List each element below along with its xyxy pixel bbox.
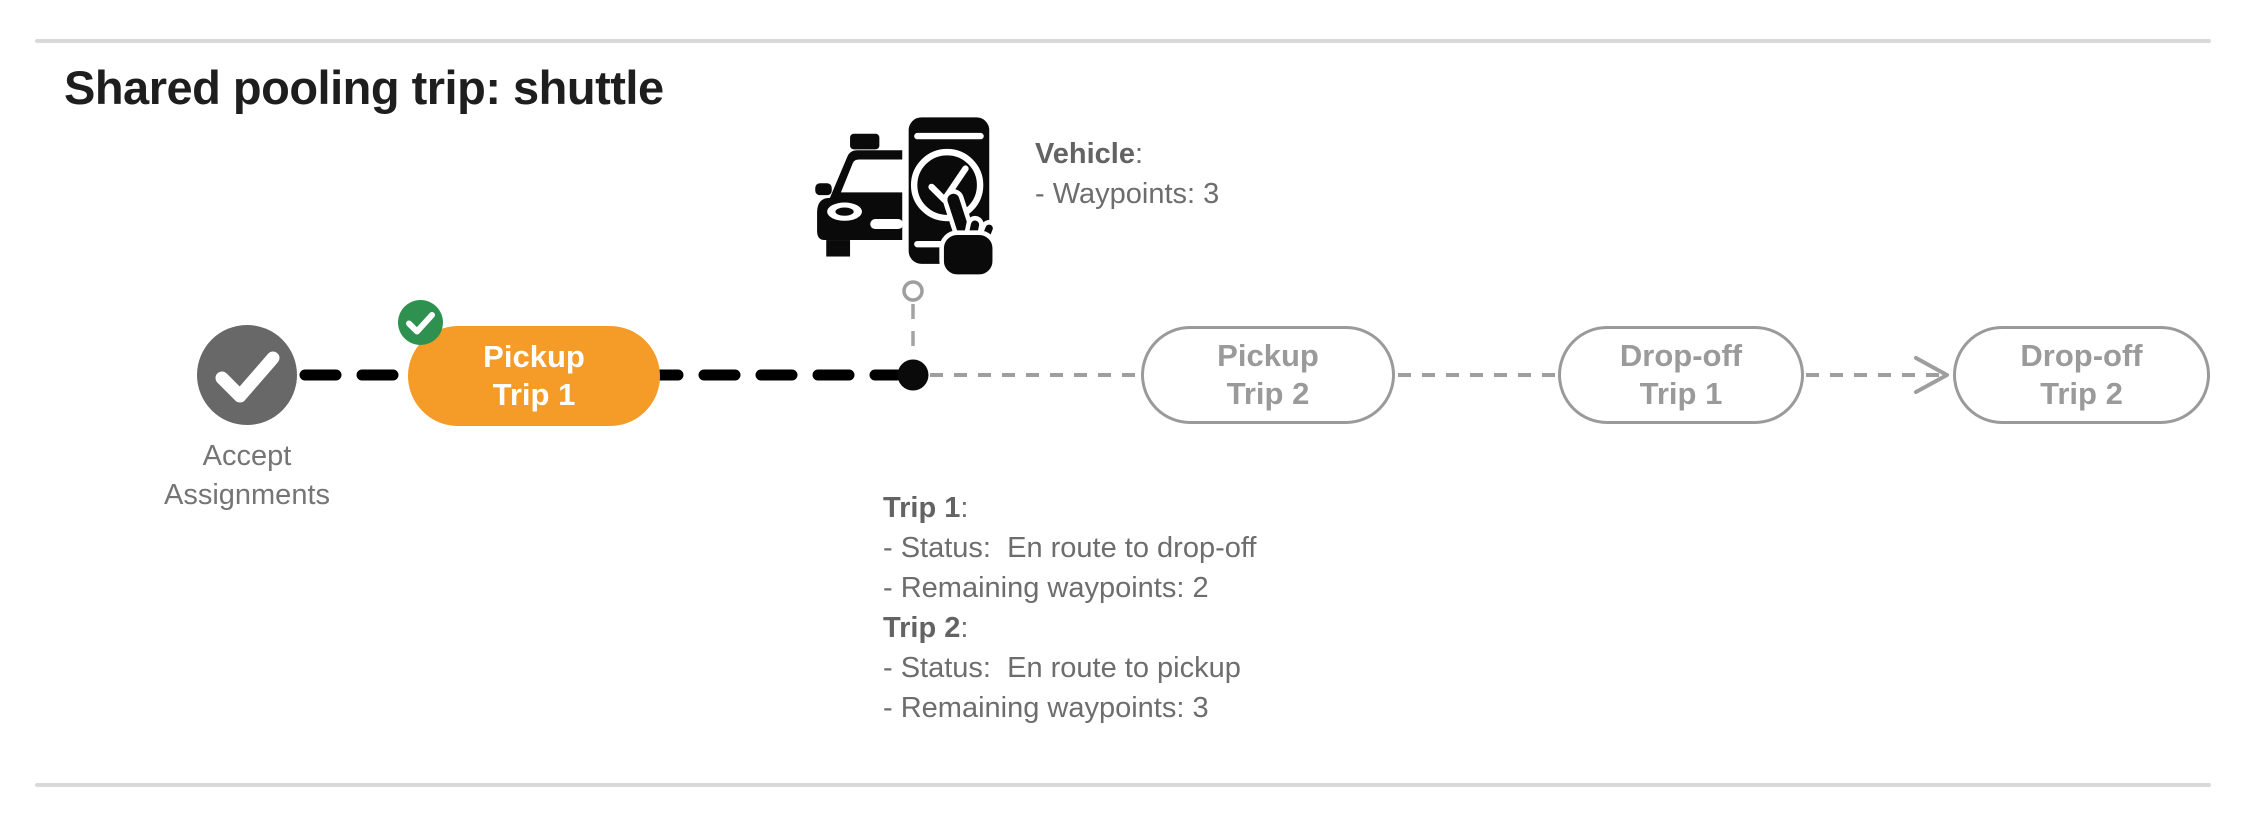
accept-label-line2: Assignments (163, 479, 330, 511)
dropoff-trip-2-line2: Trip 2 (2040, 376, 2123, 411)
trip-1-status: - Status: En route to drop-off (883, 532, 1257, 564)
node-dropoff-trip-2: Drop-off Trip 2 (1953, 326, 2210, 424)
route-arrow-icon (1914, 356, 1949, 394)
trip-1-remaining-waypoints: - Remaining waypoints: 2 (883, 572, 1209, 604)
top-divider (35, 39, 2211, 43)
dropoff-trip-1-line2: Trip 1 (1639, 376, 1723, 411)
completed-check-icon (406, 312, 435, 335)
pickup-trip-1-line2: Trip 1 (492, 377, 576, 412)
trip-2-heading: Trip 2: (883, 612, 969, 644)
vehicle-info-heading: Vehicle: (1035, 138, 1144, 170)
vehicle-marker-ring-icon (902, 280, 924, 302)
vehicle-info: Vehicle: - Waypoints: 3 (1035, 134, 1219, 214)
accept-label-line1: Accept (202, 440, 292, 472)
dropoff-trip-1-line1: Drop-off (1619, 338, 1743, 373)
trip-1-heading: Trip 1: (883, 492, 969, 524)
node-accept-assignments (197, 325, 297, 425)
vehicle-phone-check-icon (815, 111, 997, 279)
node-dropoff-trip-1: Drop-off Trip 1 (1558, 326, 1804, 424)
node-pickup-trip-1: Pickup Trip 1 (408, 326, 660, 426)
completed-badge (398, 300, 443, 345)
current-position-dot (897, 359, 929, 391)
dropoff-trip-2-line1: Drop-off (2020, 338, 2143, 373)
trip-2-status: - Status: En route to pickup (883, 652, 1241, 684)
trip-2-remaining-waypoints: - Remaining waypoints: 3 (883, 692, 1209, 724)
pickup-trip-1-line1: Pickup (483, 339, 585, 374)
vehicle-info-waypoints: - Waypoints: 3 (1035, 178, 1220, 210)
page-title: Shared pooling trip: shuttle (64, 61, 664, 114)
pickup-trip-2-line2: Trip 2 (1226, 376, 1310, 411)
accept-assignments-label: Accept Assignments (72, 437, 422, 515)
node-pickup-trip-2: Pickup Trip 2 (1141, 326, 1395, 424)
bottom-divider (35, 783, 2211, 787)
pickup-trip-2-line1: Pickup (1217, 338, 1319, 373)
check-icon (215, 351, 280, 403)
trip-info: Trip 1: - Status: En route to drop-off -… (883, 488, 1256, 728)
